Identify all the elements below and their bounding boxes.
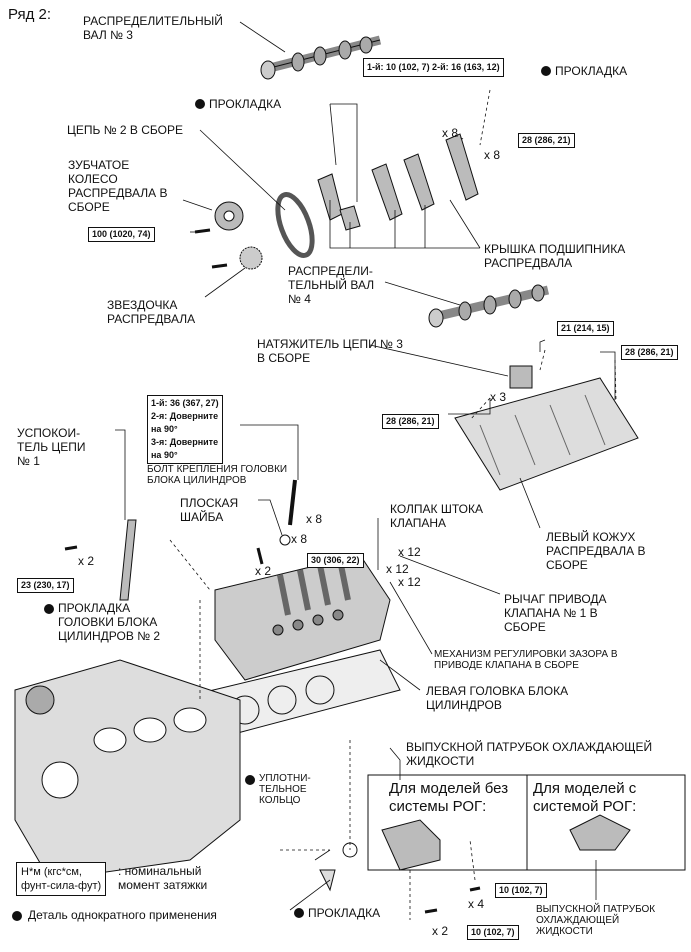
label-water-outlet: ВЫПУСКНОЙ ПАТРУБОК ОХЛАЖДАЮЩЕЙ ЖИДКОСТИ [406, 740, 653, 768]
torque-gear-bolt: 100 (1020, 74) [88, 227, 155, 242]
qty-x12-c: x 12 [398, 575, 421, 589]
torque-10-b: 10 (102, 7) [467, 925, 519, 940]
label-rocker-arm: РЫЧАГ ПРИВОДА КЛАПАНА № 1 В СБОРЕ [504, 592, 607, 634]
qty-bolts: x 8 [484, 148, 501, 162]
label-gasket-top: ПРОКЛАДКА [209, 97, 282, 111]
camshaft-4-drawing [428, 284, 550, 328]
label-bearing-cap: КРЫШКА ПОДШИПНИКА РАСПРЕДВАЛА [484, 242, 626, 270]
legend-bullet-icon [12, 911, 22, 921]
qty-x12-b: x 12 [386, 562, 409, 576]
label-with-egr: Для моделей с системой РОГ: [533, 780, 637, 815]
label-left-cam-housing: ЛЕВЫЙ КОЖУХ РАСПРЕДВАЛА В СБОРЕ [546, 530, 646, 572]
legend-single-use: Деталь однократного применения [28, 908, 217, 922]
chain-2-drawing [275, 192, 315, 258]
row-label: Ряд 2: [8, 6, 52, 23]
sprocket-drawing [239, 246, 263, 270]
single-use-bullet [294, 908, 304, 918]
label-valve-cap: КОЛПАК ШТОКА КЛАПАНА [390, 502, 483, 530]
tensioner-3-drawing [509, 365, 533, 389]
label-chain-damper-1: УСПОКОИ- ТЕЛЬ ЦЕПИ № 1 [17, 426, 86, 468]
qty-x2-head: x 2 [255, 564, 272, 578]
bearing-caps-drawing [317, 133, 479, 231]
label-camshaft-4: РАСПРЕДЕЛИ- ТЕЛЬНЫЙ ВАЛ № 4 [288, 264, 375, 306]
single-use-bullet [541, 66, 551, 76]
qty-x12-a: x 12 [398, 545, 421, 559]
label-gasket-bottom: ПРОКЛАДКА [308, 906, 381, 920]
qty-head-bolts: x 8 [306, 512, 323, 526]
qty-x4: x 4 [468, 897, 485, 911]
label-camshaft-gear: ЗУБЧАТОЕ КОЛЕСО РАСПРЕДВАЛА В СБОРЕ [68, 158, 168, 214]
head-bolt-drawing [288, 479, 297, 526]
qty-caps: x 8 [442, 126, 459, 140]
torque-head-bolt: 1-й: 36 (367, 27) 2-я: Доверните на 90° … [147, 395, 223, 464]
label-tensioner-3: НАТЯЖИТЕЛЬ ЦЕПИ № 3 В СБОРЕ [257, 337, 403, 365]
label-no-egr: Для моделей без системы РОГ: [389, 780, 509, 815]
camshaft-3-drawing [260, 35, 382, 80]
chain-damper-drawing [119, 519, 137, 601]
label-water-outlet-bottom: ВЫПУСКНОЙ ПАТРУБОК ОХЛАЖДАЮЩЕЙ ЖИДКОСТИ [536, 904, 656, 937]
qty-washers: x 8 [291, 532, 308, 546]
water-outlet-egr-drawing [569, 814, 631, 851]
qty-x2-damper: x 2 [78, 554, 95, 568]
torque-21: 21 (214, 15) [557, 321, 614, 336]
left-cam-housing-drawing [454, 377, 639, 491]
label-gasket-top-right: ПРОКЛАДКА [555, 64, 628, 78]
flat-washer-drawing [279, 534, 291, 546]
single-use-bullet [195, 99, 205, 109]
legend-torque-desc: : номинальный момент затяжки [118, 864, 208, 892]
torque-28-left: 28 (286, 21) [382, 414, 439, 429]
single-use-bullet [245, 775, 255, 785]
label-lash-adjuster: МЕХАНИЗМ РЕГУЛИРОВКИ ЗАЗОРА В ПРИВОДЕ КЛ… [434, 649, 618, 671]
single-use-bullet [44, 604, 54, 614]
label-head-bolt: БОЛТ КРЕПЛЕНИЯ ГОЛОВКИ БЛОКА ЦИЛИНДРОВ [147, 464, 288, 486]
qty-x3: x 3 [490, 390, 507, 404]
label-chain-2: ЦЕПЬ № 2 В СБОРЕ [67, 123, 184, 137]
torque-23: 23 (230, 17) [17, 578, 74, 593]
torque-28-right: 28 (286, 21) [621, 345, 678, 360]
torque-28-top: 28 (286, 21) [518, 133, 575, 148]
torque-10-a: 10 (102, 7) [495, 883, 547, 898]
label-camshaft-3: РАСПРЕДЕЛИТЕЛЬНЫЙ ВАЛ № 3 [83, 14, 223, 42]
label-left-cylinder-head: ЛЕВАЯ ГОЛОВКА БЛОКА ЦИЛИНДРОВ [426, 684, 569, 712]
torque-cap-bolts: 1-й: 10 (102, 7) 2-й: 16 (163, 12) [363, 58, 504, 77]
label-flat-washer: ПЛОСКАЯ ШАЙБА [180, 496, 239, 524]
qty-x2-bottom: x 2 [432, 924, 449, 938]
torque-30: 30 (306, 22) [307, 553, 364, 568]
legend-torque-box: Н*м (кгс*см, фунт-сила-фут) [16, 862, 107, 896]
engine-block-drawing [14, 659, 241, 881]
water-outlet-drawing [381, 819, 441, 871]
label-sprocket: ЗВЕЗДОЧКА РАСПРЕДВАЛА [107, 298, 196, 326]
label-o-ring: УПЛОТНИ- ТЕЛЬНОЕ КОЛЬЦО [259, 773, 311, 806]
label-head-gasket-2: ПРОКЛАДКА ГОЛОВКИ БЛОКА ЦИЛИНДРОВ № 2 [58, 601, 161, 643]
